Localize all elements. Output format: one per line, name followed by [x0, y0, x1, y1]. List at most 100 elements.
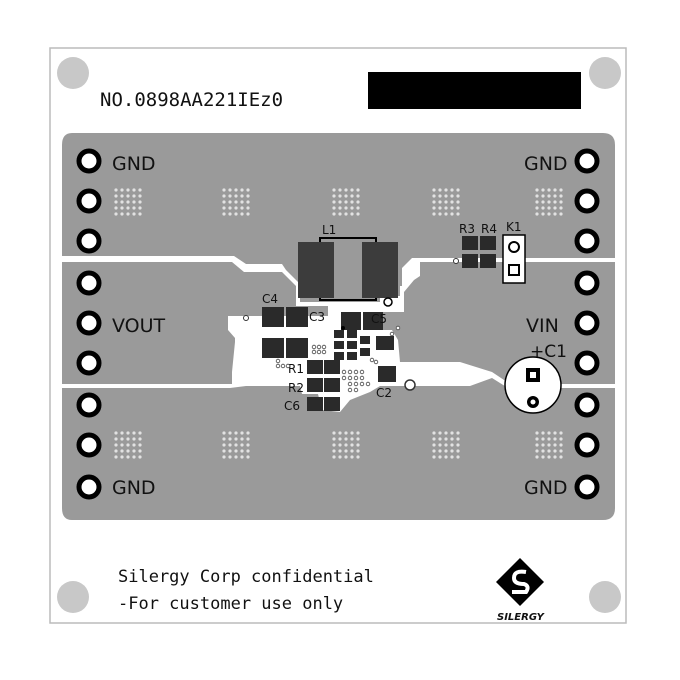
via-cluster [332, 431, 360, 459]
c2-upper-pad [376, 336, 394, 350]
terminal-pad [76, 148, 102, 174]
label-r3: R3 [459, 222, 475, 236]
k1-pin-1 [508, 241, 520, 253]
via [389, 331, 395, 337]
c3-pad-2 [286, 338, 308, 358]
label-gnd-top-right: GND [524, 153, 568, 175]
terminal-pad [574, 350, 600, 376]
r3-via [453, 258, 459, 264]
c5-pad-1 [341, 312, 361, 330]
c1-pad-plus-hole [530, 372, 536, 378]
via-cluster [432, 431, 460, 459]
r1-pad-2 [324, 360, 340, 374]
label-r4: R4 [481, 222, 497, 236]
label-vin: VIN [526, 315, 559, 337]
via [353, 381, 359, 387]
l1-pin1-marker [383, 297, 393, 307]
label-gnd-top-left: GND [112, 153, 156, 175]
label-c5: C5 [371, 312, 387, 326]
footer-customer-use: -For customer use only [118, 594, 343, 614]
silergy-logo: SILERGY [496, 558, 546, 623]
footer-confidential: Silergy Corp confidential [118, 567, 374, 587]
c6-pad-2 [324, 397, 340, 411]
via [359, 369, 365, 375]
r4-pad-1 [480, 236, 496, 250]
mounting-hole-top-right [589, 57, 621, 89]
via [395, 325, 401, 331]
label-k1: K1 [506, 220, 522, 234]
via [353, 387, 359, 393]
via [347, 369, 353, 375]
mounting-hole-top-left [57, 57, 89, 89]
via [316, 349, 322, 355]
label-gnd-bottom-right: GND [524, 477, 568, 499]
r2-pad-2 [324, 378, 340, 392]
terminal-pad [574, 432, 600, 458]
terminal-pad [76, 392, 102, 418]
k1-pin-2 [508, 264, 520, 276]
label-vout: VOUT [112, 315, 166, 337]
via [365, 381, 371, 387]
via [311, 344, 317, 350]
via [341, 375, 347, 381]
gnd-pour-bottom [62, 378, 615, 520]
terminal-pad [76, 432, 102, 458]
via [321, 344, 327, 350]
terminal-pad [574, 474, 600, 500]
via [347, 375, 353, 381]
mounting-hole-bottom-right [589, 581, 621, 613]
redacted-label-block [368, 72, 581, 109]
terminal-pads [76, 148, 600, 500]
via [311, 349, 317, 355]
label-c3: C3 [309, 310, 325, 324]
terminal-pad [574, 310, 600, 336]
terminal-pad [76, 310, 102, 336]
terminal-pad [76, 474, 102, 500]
via-cluster [114, 431, 142, 459]
terminal-pad [574, 188, 600, 214]
via [369, 357, 375, 363]
via [275, 363, 281, 369]
via [353, 375, 359, 381]
test-via [243, 315, 249, 321]
gnd-pour-top [62, 133, 615, 302]
via [359, 381, 365, 387]
c2-via [404, 379, 416, 391]
vin-pour [380, 262, 615, 384]
label-l1: L1 [322, 223, 336, 237]
via [275, 358, 281, 364]
terminal-pad [574, 148, 600, 174]
r3-pad-2 [462, 254, 478, 268]
c1-pad-minus-hole [530, 399, 536, 405]
via-cluster [222, 188, 250, 216]
via-cluster [114, 188, 142, 216]
via [321, 349, 327, 355]
c3-pad-1 [262, 338, 284, 358]
c4-pad-1 [262, 307, 284, 327]
label-r1: R1 [288, 362, 304, 376]
c4-pad-2 [286, 307, 308, 327]
via-cluster [332, 188, 360, 216]
c5-pad-2 [363, 312, 383, 330]
via [373, 359, 379, 365]
label-c2: C2 [376, 386, 392, 400]
r3-pad-1 [462, 236, 478, 250]
via [359, 375, 365, 381]
terminal-pad [574, 228, 600, 254]
l1-pad-left [298, 242, 334, 298]
via [285, 363, 291, 369]
via-clusters [114, 188, 563, 459]
label-c4: C4 [262, 292, 278, 306]
via-cluster [222, 431, 250, 459]
r1-pad-1 [307, 360, 323, 374]
via-cluster [535, 431, 563, 459]
terminal-pad [76, 228, 102, 254]
via-cluster [535, 188, 563, 216]
ic-vias [275, 325, 401, 393]
part-number: NO.0898AA221IEz0 [100, 89, 283, 111]
via-cluster [432, 188, 460, 216]
terminal-pad [76, 270, 102, 296]
copper-pours [62, 133, 615, 520]
mounting-hole-bottom-left [57, 581, 89, 613]
label-r2: R2 [288, 381, 304, 395]
